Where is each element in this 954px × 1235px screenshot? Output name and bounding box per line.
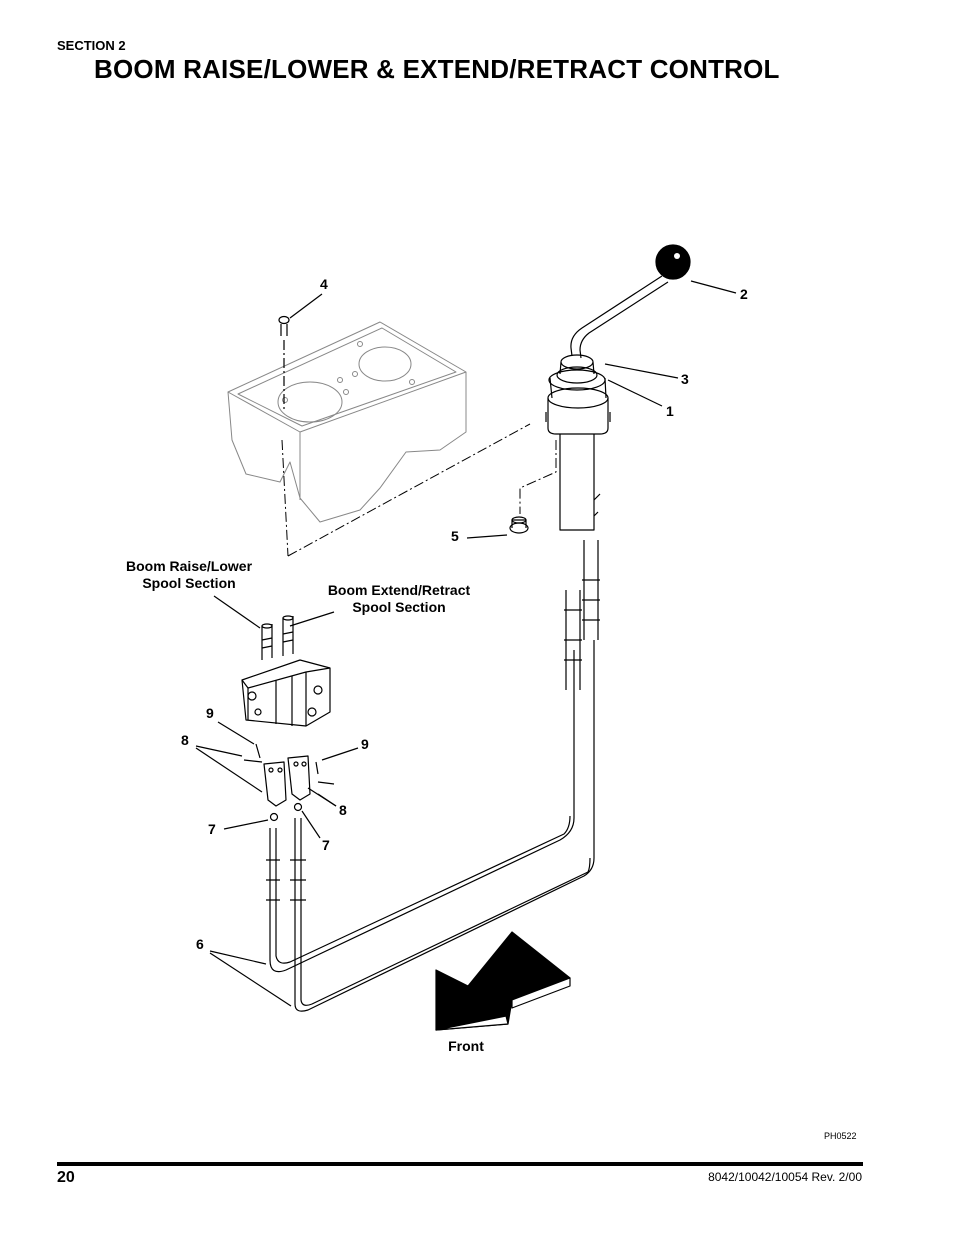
callout-6: 6 [196,936,204,952]
callout-9-right: 9 [361,736,369,752]
bolt-4 [278,315,290,336]
extend-retract-spool-label-line1: Boom Extend/Retract [327,582,471,598]
callout-7-left: 7 [208,821,216,837]
cable-front [266,650,575,973]
callout-7-right: 7 [322,837,330,853]
alignment-line-bracket-to-control [287,423,531,557]
callout-1: 1 [666,403,674,419]
jam-nut-right [293,802,303,812]
page-number: 20 [57,1169,75,1186]
callout-8-left: 8 [181,732,189,748]
leader-lines [195,280,737,1007]
raise-lower-spool-label-line2: Spool Section [142,575,236,591]
cable-ends-upper [564,540,600,690]
callout-9-left: 9 [206,705,214,721]
clevis-right [287,755,311,801]
front-direction-arrow [435,931,571,1031]
page-title: BOOM RAISE/LOWER & EXTEND/RETRACT CONTRO… [94,54,780,84]
clip-left [255,743,261,759]
document-revision: 8042/10042/10054 Rev. 2/00 [708,1170,862,1184]
section-label: SECTION 2 [57,38,126,53]
control-valve [241,615,331,727]
callout-8-right: 8 [339,802,347,818]
control-lever-assembly [545,244,691,531]
extend-retract-spool-label: Boom Extend/Retract Spool Section [306,582,492,616]
pin-right [317,781,335,785]
callout-2: 2 [740,286,748,302]
callout-3: 3 [681,371,689,387]
clip-right [315,761,319,775]
raise-lower-spool-label-line1: Boom Raise/Lower [125,558,253,574]
bolt-5 [509,516,529,534]
pin-left [243,759,263,763]
alignment-line-bracket-edge [281,439,289,557]
figure-id: PH0522 [824,1131,857,1141]
raise-lower-spool-label: Boom Raise/Lower Spool Section [108,558,270,592]
footer-rule [57,1162,863,1166]
cable-rear [290,640,595,1012]
clevis-left [263,761,287,807]
callout-4: 4 [320,276,328,292]
front-label: Front [448,1038,484,1054]
callout-5: 5 [451,528,459,544]
extend-retract-spool-label-line2: Spool Section [352,599,446,615]
alignment-line-control-to-bolt5 [519,440,557,514]
mounting-bracket [227,321,467,523]
jam-nut-left [269,812,279,822]
